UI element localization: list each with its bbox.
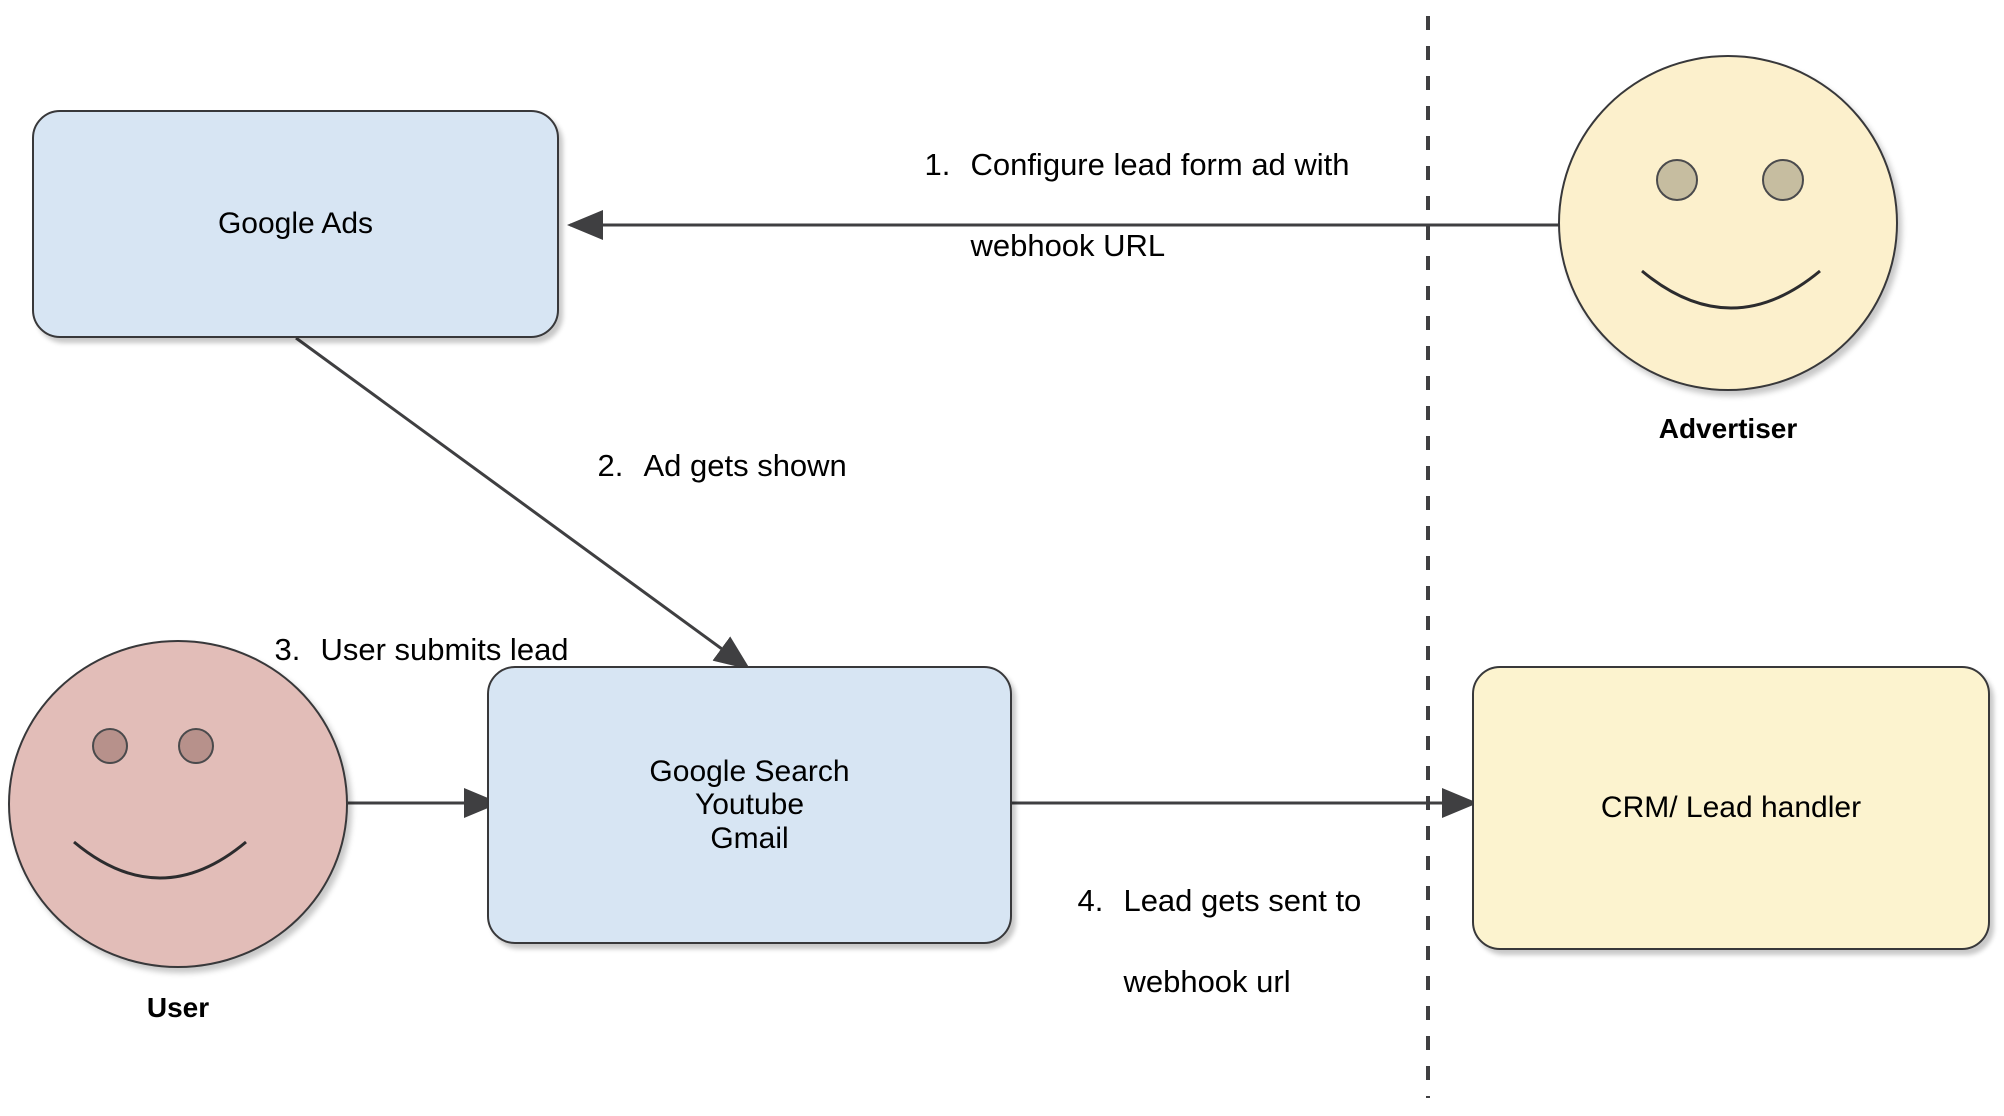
advertiser-right-eye-icon — [1762, 159, 1804, 201]
user-left-eye-icon — [92, 728, 128, 764]
surface-line-gmail: Gmail — [710, 821, 789, 855]
step-3-number: 3. — [274, 632, 301, 668]
connector-google-ads-to-surfaces — [295, 336, 751, 670]
node-google-ads[interactable]: Google Ads — [32, 110, 559, 338]
user-right-eye-icon — [178, 728, 214, 764]
step-4-line-2: webhook url — [1123, 963, 1291, 999]
advertiser-left-eye-icon — [1656, 159, 1698, 201]
step-1-line-2: webhook URL — [970, 227, 1166, 263]
node-crm-label: CRM/ Lead handler — [1600, 791, 1862, 825]
step-4-line-1: Lead gets sent to — [1123, 883, 1362, 919]
advertiser-face-icon — [1558, 55, 1898, 391]
node-google-ads-label: Google Ads — [217, 207, 374, 241]
step-4-label: 4. Lead gets sent to webhook url — [1043, 841, 1361, 1042]
node-google-surfaces-label: Google Search Youtube Gmail — [649, 755, 849, 856]
step-1-line-1: Configure lead form ad with — [970, 147, 1350, 183]
node-crm[interactable]: CRM/ Lead handler — [1472, 666, 1990, 950]
step-3-label: 3. User submits lead — [240, 590, 569, 711]
user-label: User — [146, 992, 210, 1023]
step-4-number: 4. — [1077, 883, 1104, 919]
actor-user[interactable]: User — [8, 640, 348, 1040]
surface-line-youtube: Youtube — [694, 788, 804, 822]
surface-line-search: Google Search — [649, 754, 850, 788]
actor-advertiser[interactable]: Advertiser — [1558, 55, 1898, 447]
step-1-number: 1. — [924, 147, 951, 183]
step-2-line-1: Ad gets shown — [643, 448, 847, 484]
step-3-line-1: User submits lead — [320, 632, 569, 668]
advertiser-label: Advertiser — [1658, 413, 1798, 444]
step-2-label: 2. Ad gets shown — [563, 406, 847, 527]
user-smile-icon — [73, 840, 247, 880]
step-2-number: 2. — [597, 448, 624, 484]
user-face-icon — [8, 640, 348, 968]
step-1-label: 1. Configure lead form ad with webhook UR… — [890, 105, 1350, 306]
node-google-surfaces[interactable]: Google Search Youtube Gmail — [487, 666, 1012, 944]
advertiser-smile-icon — [1641, 269, 1821, 310]
